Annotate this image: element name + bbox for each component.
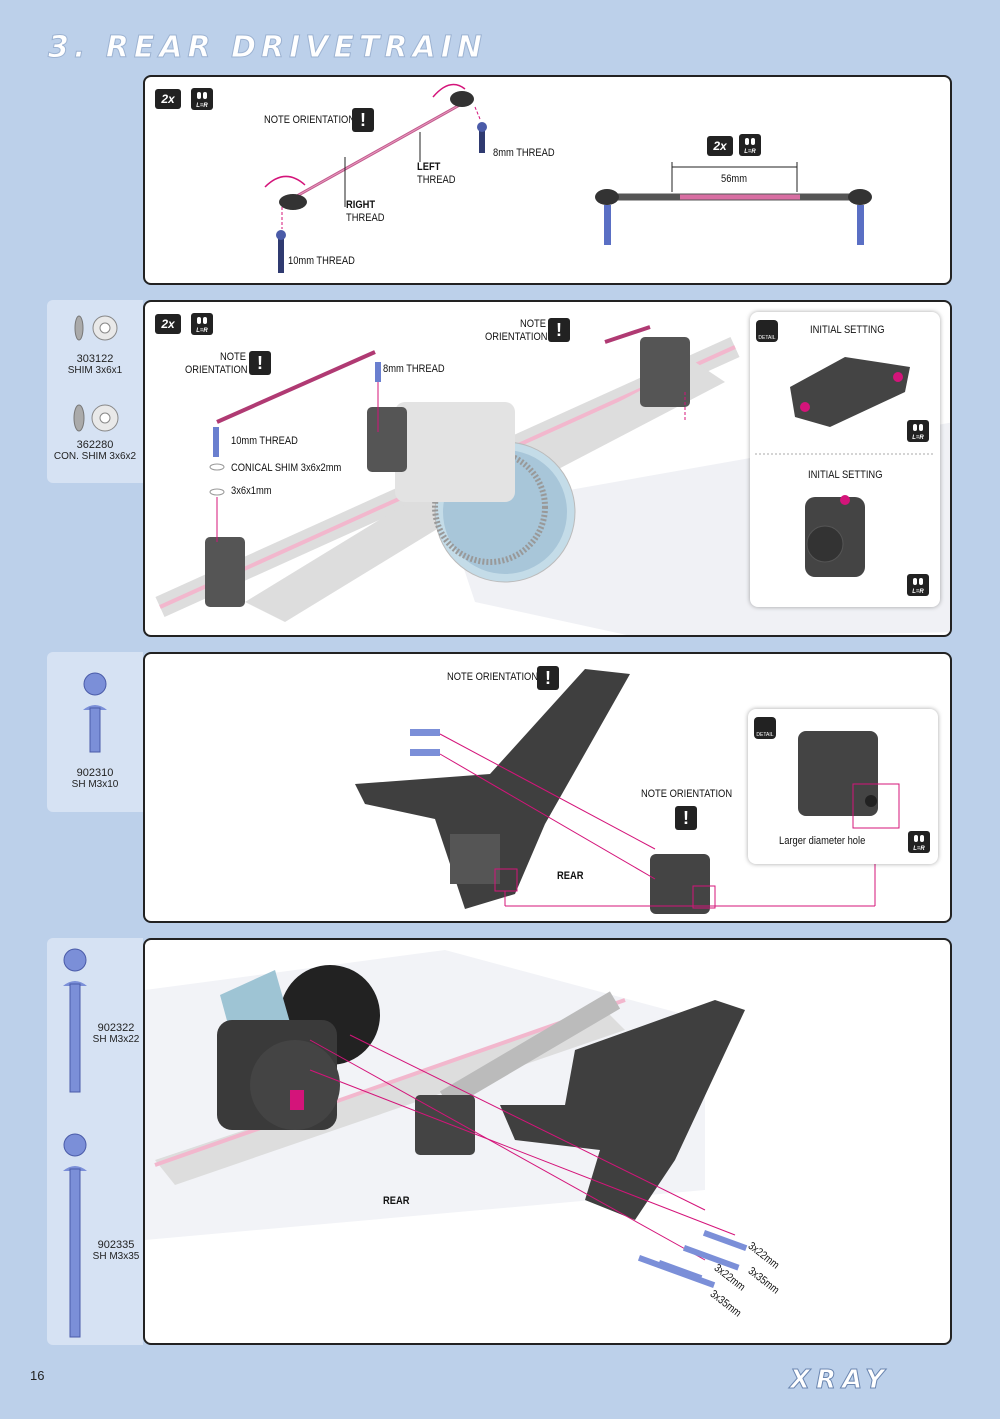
left-right-icon: L=R [907, 420, 929, 442]
step2-illustration [155, 325, 950, 635]
detail-icon: DETAIL [756, 320, 778, 342]
hub-carrier-illustrations [755, 357, 935, 577]
note-orientation-label-1: NOTE [220, 351, 246, 363]
step3-panel: NOTE ORIENTATION ! NOTE ORIENTATION ! RE… [143, 652, 952, 923]
quantity-badge: 2x [155, 89, 181, 109]
left-thread-label-1: LEFT [417, 161, 441, 173]
step3-illustration [355, 669, 876, 914]
left-right-icon: L=R [739, 134, 761, 156]
rear-label: REAR [383, 1195, 410, 1207]
spacer-illustration [798, 731, 900, 829]
spacer-detail: DETAIL Larger diameter hole L=R [748, 709, 938, 864]
left-right-icon: L=R [191, 313, 213, 335]
rear-label: REAR [557, 870, 584, 882]
thread-8mm-label: 8mm THREAD [383, 363, 445, 375]
initial-setting-label-1: INITIAL SETTING [810, 324, 885, 336]
warning-icon: ! [548, 318, 570, 342]
warning-icon: ! [537, 666, 559, 690]
note-orientation-label-1b: ORIENTATION [185, 364, 248, 376]
note-orientation-label-2: NOTE [520, 318, 546, 330]
page-number: 16 [30, 1368, 45, 1383]
warning-icon: ! [249, 351, 271, 375]
step4-panel: REAR 3x22mm 3x35mm 3x22mm 3x35mm [143, 938, 952, 1345]
initial-setting-label-2: INITIAL SETTING [808, 469, 883, 481]
screw-icons [63, 948, 87, 1338]
conical-shim-label: CONICAL SHIM 3x6x2mm [231, 462, 342, 474]
step1-illustration [264, 83, 872, 273]
step1-panel: 2x L=R NOTE ORIENTATION ! LEFT THREAD RI… [143, 75, 952, 285]
thread-10mm-label: 10mm THREAD [288, 255, 355, 267]
left-thread-label-2: THREAD [417, 174, 456, 186]
warning-icon: ! [352, 108, 374, 132]
brand-logo: XRAY [789, 1365, 891, 1396]
warning-icon: ! [675, 806, 697, 830]
shim-label: 3x6x1mm [231, 485, 272, 497]
thread-8mm-label: 8mm THREAD [493, 147, 555, 159]
screw-icon [83, 672, 107, 753]
quantity-badge-2: 2x [707, 136, 733, 156]
step4-illustration [145, 950, 748, 1288]
note-orientation-label-2b: ORIENTATION [485, 331, 548, 343]
left-right-icon: L=R [907, 574, 929, 596]
detail-icon: DETAIL [754, 717, 776, 739]
right-thread-label-2: THREAD [346, 212, 385, 224]
initial-setting-detail: DETAIL INITIAL SETTING INITIAL SETTING L… [750, 312, 940, 607]
larger-hole-label: Larger diameter hole [779, 835, 866, 847]
shim-icons [73, 315, 119, 432]
quantity-badge: 2x [155, 314, 181, 334]
note-orientation-label: NOTE ORIENTATION [264, 114, 356, 126]
right-thread-label-1: RIGHT [346, 199, 376, 211]
step2-panel: 2x L=R NOTE ORIENTATION ! NOTE ORIENTATI… [143, 300, 952, 637]
left-right-icon: L=R [908, 831, 930, 853]
note-orientation-label-2: NOTE ORIENTATION [641, 788, 733, 800]
left-right-icon: L=R [191, 88, 213, 110]
thread-10mm-label: 10mm THREAD [231, 435, 298, 447]
section-title: 3. REAR DRIVETRAIN [48, 30, 487, 66]
note-orientation-label-1: NOTE ORIENTATION [447, 671, 539, 683]
length-label: 56mm [721, 173, 747, 185]
